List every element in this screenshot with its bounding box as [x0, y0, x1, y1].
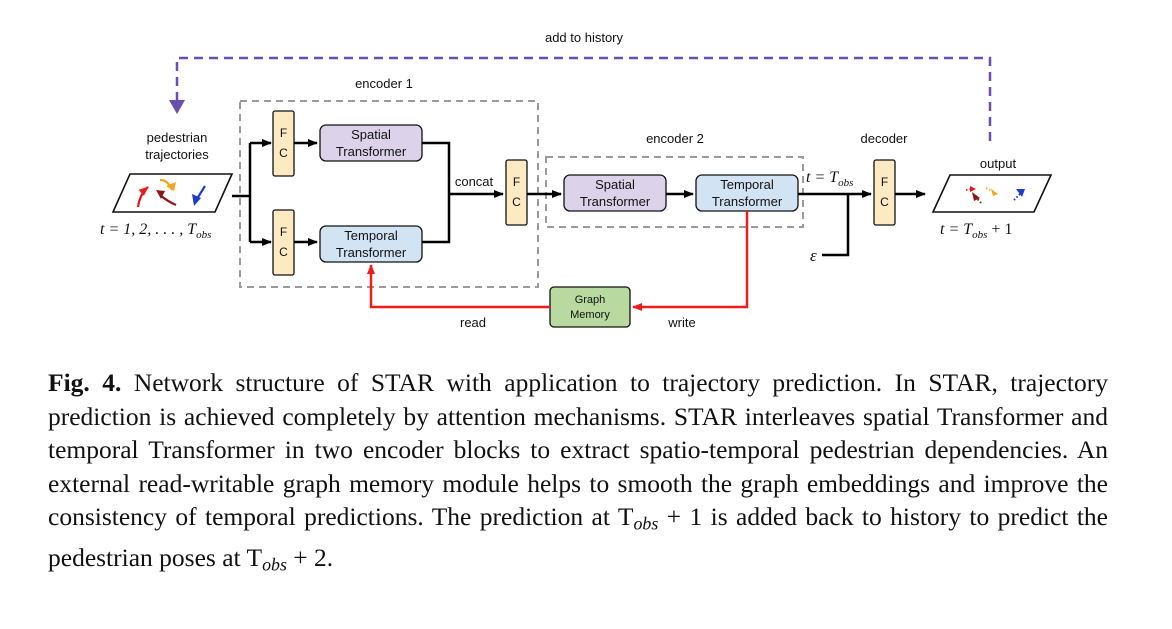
- svg-text:Spatial: Spatial: [351, 127, 391, 142]
- spatial-transformer-1: Spatial Transformer: [319, 124, 423, 162]
- add-to-history-label: add to history: [545, 30, 624, 45]
- svg-text:Temporal: Temporal: [720, 177, 774, 192]
- svg-text:Transformer: Transformer: [336, 245, 407, 260]
- encoder-2-label: encoder 2: [646, 131, 704, 146]
- caption-end: + 2.: [286, 542, 334, 572]
- svg-text:C: C: [279, 245, 288, 259]
- decoder-label: decoder: [861, 131, 909, 146]
- temporal-transformer-2: Temporal Transformer: [695, 174, 799, 212]
- svg-text:Memory: Memory: [570, 309, 610, 321]
- history-arrow-head: [169, 100, 185, 114]
- temporal-transformer-1: Temporal Transformer: [319, 225, 423, 263]
- svg-text:Transformer: Transformer: [336, 144, 407, 159]
- fc-layer-2: F C: [272, 209, 295, 276]
- epsilon-label: ε: [810, 246, 817, 265]
- figure-caption: Fig. 4. Network structure of STAR with a…: [48, 366, 1108, 582]
- input-trajectory-icons: [136, 178, 206, 208]
- fc-layer-1: F C: [272, 110, 295, 177]
- svg-text:Graph: Graph: [575, 294, 606, 306]
- fc-layer-decoder: F C: [873, 159, 896, 226]
- caption-sub-2: obs: [262, 554, 287, 575]
- svg-text:C: C: [880, 195, 889, 209]
- svg-text:C: C: [512, 195, 521, 209]
- caption-text: Network structure of STAR with applicati…: [48, 368, 1108, 531]
- svg-text:Temporal: Temporal: [344, 228, 398, 243]
- svg-text:F: F: [280, 225, 287, 239]
- read-label: read: [460, 315, 486, 330]
- output-label: output: [980, 156, 1017, 171]
- history-feedback-arrow: [175, 56, 992, 141]
- output-trajectory-icons: [965, 186, 1025, 204]
- svg-text:Spatial: Spatial: [595, 177, 635, 192]
- memory-read-arrow: [367, 264, 550, 309]
- svg-text:F: F: [280, 126, 287, 140]
- input-label-line2: trajectories: [145, 147, 209, 162]
- write-label: write: [667, 315, 695, 330]
- svg-text:C: C: [279, 146, 288, 160]
- svg-text:Transformer: Transformer: [712, 194, 783, 209]
- caption-sub-1: obs: [633, 513, 659, 534]
- input-label-line1: pedestrian: [147, 130, 208, 145]
- encoder-2-box: [545, 156, 804, 228]
- encoder-1-label: encoder 1: [355, 76, 413, 91]
- svg-text:Transformer: Transformer: [580, 194, 651, 209]
- t-obs-label: t = Tobs: [806, 169, 853, 189]
- svg-text:F: F: [881, 175, 888, 189]
- concat-label: concat: [455, 174, 494, 189]
- input-trajectory-plane: [111, 173, 234, 213]
- caption-mid: + 1 is added back to history to predict …: [48, 502, 1108, 572]
- caption-label: Fig. 4.: [48, 368, 122, 397]
- memory-write-arrow: [632, 211, 749, 311]
- fc-layer-3: F C: [505, 159, 528, 226]
- input-time-label: t = 1, 2, . . . , Tobs: [100, 221, 211, 241]
- svg-text:F: F: [513, 175, 520, 189]
- graph-memory-module: Graph Memory: [549, 286, 631, 328]
- output-trajectory-plane: [931, 174, 1053, 213]
- output-time-label: t = Tobs + 1: [940, 221, 1012, 241]
- spatial-transformer-2: Spatial Transformer: [563, 174, 667, 212]
